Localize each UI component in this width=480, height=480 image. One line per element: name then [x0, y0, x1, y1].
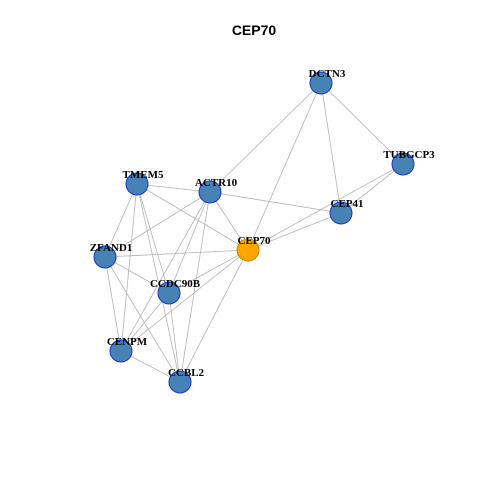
- edge-tmem5-cep70: [136, 183, 249, 251]
- edge-zfand1-ccdc90b: [104, 256, 170, 294]
- diagram-title: CEP70: [232, 22, 277, 38]
- node-label-cenpm: CENPM: [107, 336, 148, 348]
- node-circle-actr10[interactable]: [198, 180, 222, 204]
- node-actr10[interactable]: ACTR10: [195, 177, 238, 204]
- edge-actr10-cep70: [209, 191, 249, 251]
- node-label-cep41: CEP41: [331, 198, 364, 210]
- edge-cep41-cep70: [247, 212, 342, 251]
- edge-actr10-zfand1: [104, 191, 211, 258]
- node-circle-ccdc90b[interactable]: [157, 281, 181, 305]
- node-dctn3[interactable]: DCTN3: [309, 68, 346, 95]
- edge-tubgcp3-cep70: [247, 163, 404, 251]
- node-label-zfand1: ZFAND1: [90, 242, 133, 254]
- node-circle-tmem5[interactable]: [125, 172, 149, 196]
- node-circle-cep70[interactable]: [236, 238, 260, 262]
- edges-layer: [104, 82, 404, 383]
- edge-cep70-ccdc90b: [168, 249, 249, 294]
- edge-dctn3-cep70: [247, 82, 322, 251]
- edge-actr10-cep41: [209, 191, 342, 214]
- node-label-tubgcp3: TUBGCP3: [383, 149, 435, 161]
- edge-actr10-ccdc90b: [168, 191, 211, 294]
- node-circle-dctn3[interactable]: [309, 71, 333, 95]
- node-circle-zfand1[interactable]: [93, 245, 117, 269]
- edge-zfand1-ccbl2: [104, 256, 181, 383]
- edge-cep70-cenpm: [120, 249, 249, 352]
- edge-ccdc90b-cenpm: [120, 292, 170, 352]
- node-zfand1[interactable]: ZFAND1: [90, 242, 133, 269]
- node-ccdc90b[interactable]: CCDC90B: [150, 278, 201, 305]
- edge-dctn3-tubgcp3: [320, 82, 404, 165]
- node-label-dctn3: DCTN3: [309, 68, 346, 80]
- edge-dctn3-actr10: [209, 82, 322, 193]
- edge-tmem5-zfand1: [104, 183, 138, 258]
- node-label-tmem5: TMEM5: [123, 169, 164, 181]
- node-ccbl2[interactable]: CCBL2: [168, 367, 205, 394]
- edge-tmem5-actr10: [136, 183, 211, 193]
- node-cenpm[interactable]: CENPM: [107, 336, 148, 363]
- node-circle-tubgcp3[interactable]: [391, 152, 415, 176]
- node-tubgcp3[interactable]: TUBGCP3: [383, 149, 435, 176]
- node-circle-cenpm[interactable]: [109, 339, 133, 363]
- edge-ccdc90b-ccbl2: [168, 292, 181, 383]
- nodes-layer: DCTN3TUBGCP3TMEM5ACTR10CEP41CEP70ZFAND1C…: [90, 68, 435, 394]
- edge-actr10-ccbl2: [179, 191, 211, 383]
- edge-actr10-cenpm: [120, 191, 211, 352]
- edge-tmem5-cenpm: [120, 183, 138, 352]
- node-tmem5[interactable]: TMEM5: [123, 169, 164, 196]
- edge-tmem5-ccbl2: [136, 183, 181, 383]
- node-label-ccdc90b: CCDC90B: [150, 278, 201, 290]
- node-label-ccbl2: CCBL2: [168, 367, 205, 379]
- node-cep70[interactable]: CEP70: [236, 235, 272, 262]
- edge-dctn3-cep41: [320, 82, 342, 214]
- edge-zfand1-cenpm: [104, 256, 122, 352]
- node-cep41[interactable]: CEP41: [329, 198, 364, 225]
- edge-cep70-zfand1: [104, 249, 249, 258]
- node-label-cep70: CEP70: [238, 235, 272, 247]
- edge-cep70-ccbl2: [179, 249, 249, 383]
- node-circle-cep41[interactable]: [329, 201, 353, 225]
- edge-tubgcp3-cep41: [340, 163, 404, 214]
- node-circle-ccbl2[interactable]: [168, 370, 192, 394]
- node-label-actr10: ACTR10: [195, 177, 238, 189]
